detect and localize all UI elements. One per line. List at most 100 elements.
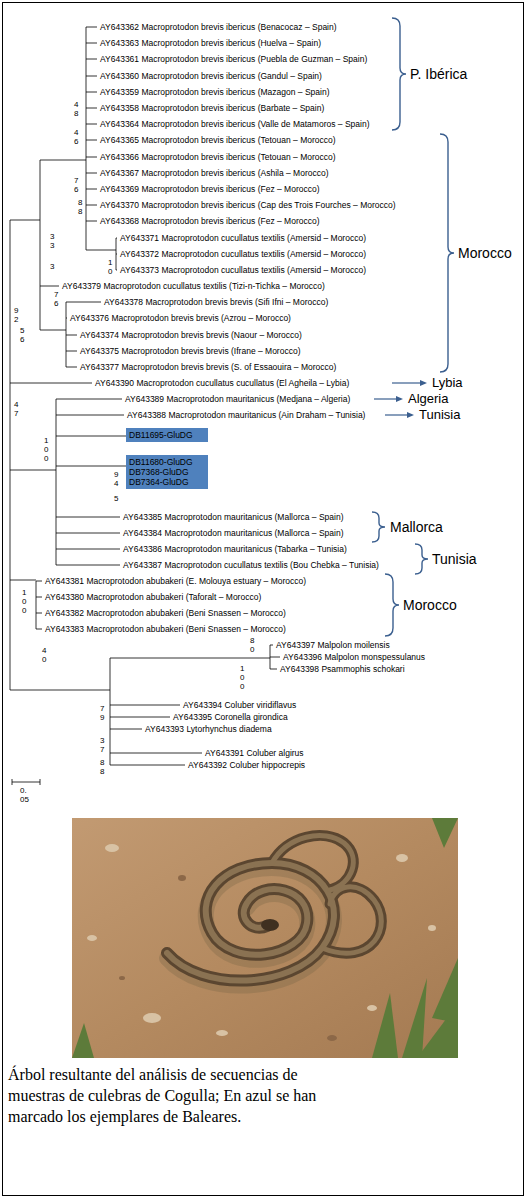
taxon-label: AY643384 Macroprotodon mauritanicus (Mal… — [123, 528, 344, 538]
stone — [327, 1035, 337, 1041]
taxon-label: AY643370 Macroprotodon brevis ibericus (… — [100, 200, 396, 210]
taxon-label: AY643394 Coluber viridiflavus — [183, 700, 296, 710]
taxon-label: AY643374 Macroprotodon brevis brevis (Na… — [80, 330, 302, 340]
taxon-label: AY643388 Macroprotodon mauritanicus (Ain… — [127, 410, 365, 420]
brace — [392, 18, 406, 130]
scale-bar — [12, 779, 40, 785]
highlight-box: DB11695-GluDG — [126, 428, 208, 442]
scale-value: 0.05 — [20, 786, 29, 804]
sample-label: DB7368-GluDG — [129, 467, 205, 477]
brace — [385, 574, 399, 636]
figure-frame — [3, 3, 524, 1196]
region-label: Lybia — [432, 376, 463, 390]
figure-caption: Árbol resultante del análisis de secuenc… — [8, 1064, 328, 1127]
arrow-head — [396, 396, 403, 402]
pebble — [143, 1013, 161, 1023]
bootstrap-value: 48 — [74, 100, 78, 118]
taxon-label: AY643387 Macroprotodon cucullatus textil… — [123, 560, 379, 570]
taxon-label: AY643383 Macroprotodon abubakeri (Beni S… — [45, 624, 286, 634]
snake-pattern — [272, 836, 381, 954]
taxon-label: AY643380 Macroprotodon abubakeri (Tafora… — [45, 592, 261, 602]
brace — [415, 544, 428, 574]
taxon-label: AY643373 Macroprotodon cucullatus textil… — [120, 265, 366, 275]
taxon-label: AY643377 Macroprotodon brevis brevis (S.… — [80, 362, 336, 372]
snake-body — [167, 863, 334, 981]
bootstrap-value: 88 — [100, 758, 104, 776]
region-label: Algeria — [408, 392, 448, 406]
brace — [440, 134, 454, 372]
highlight-box: DB11680-GluDGDB7368-GluDGDB7364-GluDG — [126, 455, 208, 489]
taxon-label: AY643371 Macroprotodon cucullatus textil… — [120, 233, 366, 243]
ground — [72, 818, 458, 1058]
taxon-label: AY643397 Malpolon moilensis — [276, 640, 390, 650]
taxon-label: AY643368 Macroprotodon brevis ibericus (… — [100, 216, 320, 226]
brace — [372, 512, 385, 542]
pebble — [367, 1005, 377, 1011]
leaf — [432, 818, 458, 848]
bootstrap-value: 37 — [100, 736, 104, 754]
snake-head — [261, 919, 279, 931]
taxon-label: AY643392 Coluber hippocrepis — [188, 760, 305, 770]
taxon-label: AY643396 Malpolon monspessulanus — [283, 652, 425, 662]
leaf — [372, 993, 398, 1058]
taxon-label: AY643376 Macroprotodon brevis brevis (Az… — [70, 313, 291, 323]
bootstrap-value: 92 — [14, 306, 18, 324]
stone — [178, 875, 186, 881]
bootstrap-value: 79 — [100, 704, 104, 722]
taxon-label: AY643385 Macroprotodon mauritanicus (Mal… — [123, 512, 344, 522]
region-label: Mallorca — [390, 519, 443, 535]
sample-label: DB7364-GluDG — [129, 477, 205, 487]
pebble — [216, 1030, 228, 1036]
taxon-label: AY643382 Macroprotodon abubakeri (Beni S… — [45, 608, 286, 618]
pebble — [87, 935, 97, 941]
taxon-label: AY643362 Macroprotodon brevis ibericus (… — [100, 22, 337, 32]
taxon-label: AY643395 Coronella girondica — [173, 712, 288, 722]
bootstrap-value: 100 — [44, 436, 48, 463]
pebbles — [87, 844, 436, 1036]
taxon-label: AY643381 Macroprotodon abubakeri (E. Mol… — [45, 576, 306, 586]
pebble — [396, 854, 408, 862]
region-label: Morocco — [403, 597, 457, 613]
taxon-label: AY643378 Macroprotodon brevis brevis (Si… — [104, 297, 328, 307]
bootstrap-value: 33 — [50, 232, 54, 250]
bootstrap-value: 80 — [250, 636, 254, 654]
plants — [72, 818, 458, 1058]
arrow-line — [374, 398, 397, 399]
bootstrap-value: 3 — [50, 262, 54, 271]
taxon-label: AY643369 Macroprotodon brevis ibericus (… — [100, 184, 320, 194]
snake-photo — [72, 818, 458, 1058]
sample-label: DB11695-GluDG — [129, 430, 205, 440]
arrow-head — [420, 380, 427, 386]
region-label: Tunisia — [432, 551, 477, 567]
region-brackets — [372, 18, 454, 636]
bootstrap-value: 40 — [42, 646, 46, 664]
taxon-label: AY643389 Macroprotodon mauritanicus (Med… — [125, 394, 350, 404]
taxon-label: AY643372 Macroprotodon cucullatus textil… — [120, 249, 366, 259]
taxon-label: AY643363 Macroprotodon brevis ibericus (… — [100, 38, 321, 48]
leaf — [432, 958, 458, 1023]
bootstrap-value: 56 — [20, 326, 24, 344]
region-label: Morocco — [458, 245, 512, 261]
taxon-label: AY643393 Lytorhynchus diadema — [145, 724, 272, 734]
taxon-label: AY643391 Coluber algirus — [205, 748, 304, 758]
taxon-label: AY643398 Psammophis schokari — [280, 664, 405, 674]
stone — [119, 976, 125, 980]
taxon-label: AY643386 Macroprotodon mauritanicus (Tab… — [123, 544, 347, 554]
bootstrap-value: 94 — [114, 470, 118, 488]
bootstrap-value: 88 — [78, 198, 82, 216]
arrow-line — [392, 382, 421, 383]
taxon-label: AY643367 Macroprotodon brevis ibericus (… — [100, 168, 329, 178]
snake-pattern — [167, 863, 334, 981]
leaf — [402, 978, 427, 1058]
taxon-label: AY643379 Macroprotodon cucullatus textil… — [62, 281, 325, 291]
arrow-head — [407, 412, 414, 418]
taxon-label: AY643360 Macroprotodon brevis ibericus (… — [100, 71, 322, 81]
taxon-label: AY643375 Macroprotodon brevis brevis (If… — [80, 346, 300, 356]
sample-label: DB11680-GluDG — [129, 457, 205, 467]
bootstrap-value: 76 — [74, 176, 78, 194]
bootstrap-value: 10 — [108, 258, 112, 276]
region-label: P. Ibérica — [410, 66, 467, 82]
taxon-label: AY643366 Macroprotodon brevis ibericus (… — [100, 152, 336, 162]
leaf — [72, 1023, 94, 1058]
